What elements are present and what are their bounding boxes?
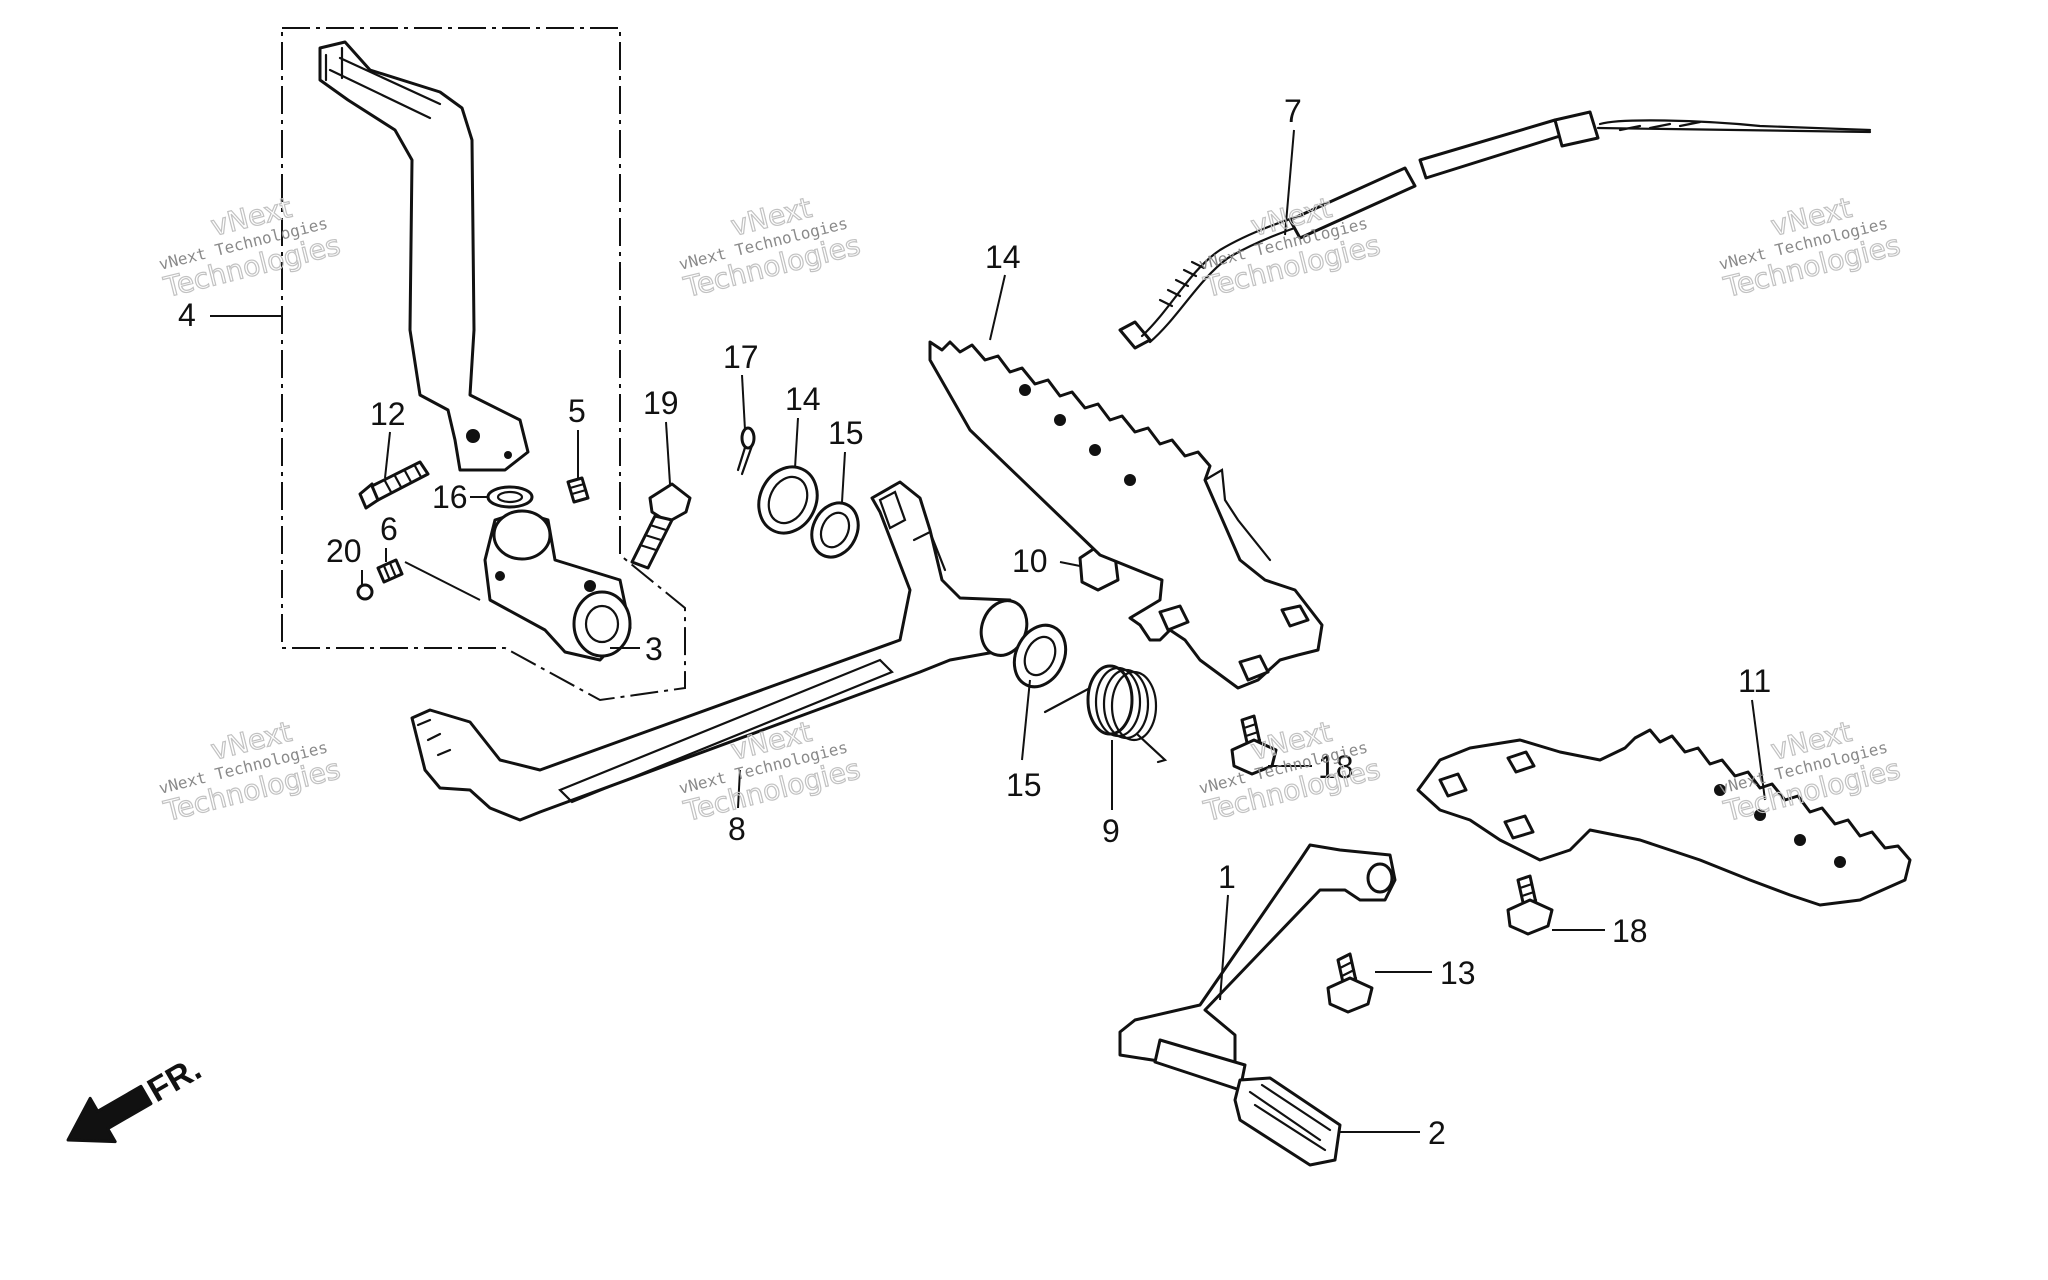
spring-6 bbox=[376, 558, 404, 584]
watermark-tc: vNext vNext Technologies Technologies bbox=[677, 190, 864, 304]
front-direction-indicator: FR. bbox=[66, 1050, 208, 1144]
callout-18-lower: 18 bbox=[1612, 913, 1648, 949]
washer-16 bbox=[486, 485, 534, 509]
callout-18-upper: 18 bbox=[1318, 749, 1354, 785]
callout-20: 20 bbox=[326, 533, 362, 569]
callout-15: 15 bbox=[828, 415, 864, 451]
pin-5 bbox=[566, 476, 590, 504]
rubber-2 bbox=[1233, 1076, 1342, 1167]
callout-4: 4 bbox=[178, 297, 196, 333]
callout-16: 16 bbox=[432, 479, 468, 515]
front-label: FR. bbox=[141, 1050, 207, 1110]
watermark-bm: vNext vNext Technologies Technologies bbox=[1197, 714, 1384, 828]
callout-14-top: 14 bbox=[985, 239, 1021, 275]
callout-19: 19 bbox=[643, 385, 679, 421]
bolt-12 bbox=[358, 460, 430, 510]
callout-2: 2 bbox=[1428, 1115, 1446, 1151]
assembly-boundary bbox=[281, 27, 686, 702]
seal-15-lower bbox=[1012, 623, 1068, 689]
callout-13: 13 bbox=[1440, 955, 1476, 991]
callout-1: 1 bbox=[1218, 859, 1236, 895]
bolt-13 bbox=[1326, 952, 1374, 1014]
callout-12: 12 bbox=[370, 396, 406, 432]
callout-5: 5 bbox=[568, 393, 586, 429]
front-arrow-icon bbox=[66, 1084, 153, 1144]
callout-11: 11 bbox=[1738, 663, 1771, 699]
callout-3: 3 bbox=[645, 631, 663, 667]
seal-15-upper bbox=[810, 501, 860, 559]
bolt-18-lower bbox=[1506, 874, 1554, 936]
callout-10: 10 bbox=[1012, 543, 1048, 579]
brake-cable-7 bbox=[1118, 110, 1872, 350]
callout-17: 17 bbox=[723, 339, 759, 375]
watermark-tl: vNext vNext Technologies Technologies bbox=[157, 190, 344, 304]
watermark-tr: vNext vNext Technologies Technologies bbox=[1717, 190, 1904, 304]
callout-9: 9 bbox=[1102, 813, 1120, 849]
kickstarter-assembly-group bbox=[210, 27, 686, 702]
bolt-18-upper bbox=[1230, 714, 1278, 776]
callout-7: 7 bbox=[1284, 93, 1302, 129]
footpeg-14 bbox=[928, 340, 1324, 690]
watermark-bl: vNext vNext Technologies Technologies bbox=[157, 714, 344, 828]
seal-14 bbox=[757, 465, 819, 535]
bolt-19 bbox=[630, 482, 692, 570]
ball-20 bbox=[356, 583, 374, 601]
callout-8: 8 bbox=[728, 811, 746, 847]
callout-14: 14 bbox=[785, 381, 821, 417]
callout-labels: 4 12 5 19 17 14 15 16 6 20 3 10 15 9 8 1… bbox=[178, 93, 1771, 1151]
kick-arm bbox=[318, 40, 530, 472]
footpeg-11 bbox=[1416, 728, 1912, 907]
cotter-pin-17 bbox=[736, 426, 756, 476]
spring-9 bbox=[1043, 664, 1168, 764]
callout-6: 6 bbox=[380, 511, 398, 547]
leader-lines bbox=[361, 129, 1766, 1133]
callout-15-lower: 15 bbox=[1006, 767, 1042, 803]
watermarks: vNext vNext Technologies Technologies vN… bbox=[157, 190, 1904, 828]
